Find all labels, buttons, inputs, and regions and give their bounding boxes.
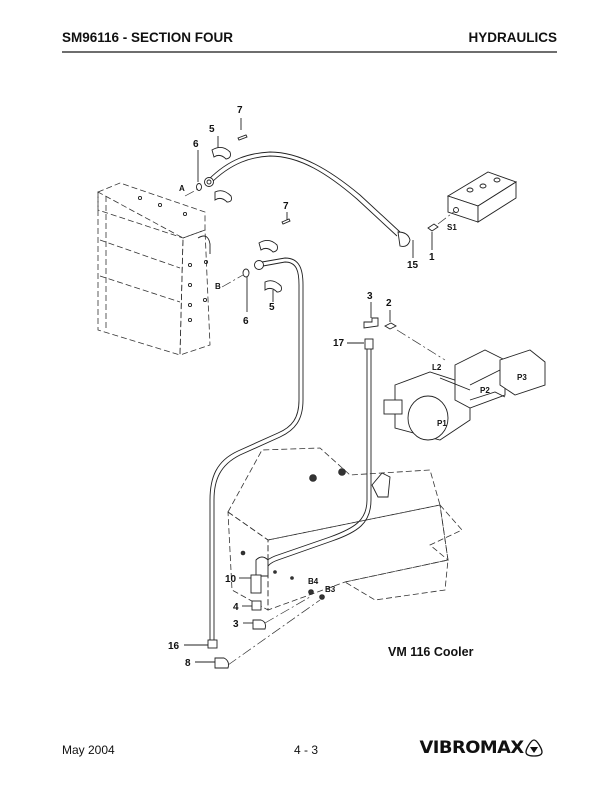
callout-7-upper: 7: [237, 105, 243, 116]
fitting-2: [384, 322, 397, 330]
callout-8: 8: [185, 658, 191, 669]
callout-7-lower: 7: [283, 201, 289, 212]
callout-2: 2: [386, 298, 392, 309]
callout-3-upper: 3: [367, 291, 373, 302]
document-section-title: SM96116 - SECTION FOUR: [62, 30, 234, 45]
fitting-4: [251, 600, 262, 611]
port-label-a: A: [179, 184, 185, 193]
callout-10: 10: [225, 574, 237, 585]
port-label-p1: P1: [437, 419, 447, 428]
callout-15: 15: [407, 260, 419, 271]
fitting-10: [250, 574, 262, 594]
cooler-radiator: [97, 182, 211, 356]
fitting-1: [427, 223, 439, 232]
section-topic: HYDRAULICS: [468, 30, 557, 45]
callout-16: 16: [168, 641, 180, 652]
port-label-s1: S1: [447, 223, 457, 232]
cooler-hydraulic-diagram: 7 5 6 A 7 B 6 5 15 1 S1 3 2 17 L2 P1 P2 …: [97, 105, 546, 669]
callout-4: 4: [233, 602, 239, 613]
upper-return-pipe: [204, 151, 411, 247]
clamp-half-lower-a: [214, 190, 232, 203]
callout-3-lower: 3: [233, 619, 239, 630]
callout-6-upper: 6: [193, 139, 199, 150]
callout-5-upper: 5: [209, 124, 215, 135]
port-label-b4: B4: [308, 577, 319, 586]
clamp-half-upper-a: [211, 147, 231, 160]
port-label-l2: L2: [432, 363, 442, 372]
port-label-b: B: [215, 282, 221, 291]
brand-name: VIBROMAX: [419, 738, 525, 758]
brand-logo: VIBROMAX: [419, 738, 543, 758]
footer-date: May 2004: [62, 743, 115, 757]
elbow-fitting-8: [214, 657, 229, 669]
elbow-fitting-3b: [252, 619, 266, 630]
drain-pipe-17: [255, 338, 374, 577]
port-label-b3: B3: [325, 585, 336, 594]
elbow-fitting-3: [363, 317, 379, 329]
callout-1: 1: [429, 252, 435, 263]
valve-block: [446, 171, 518, 223]
callout-6-lower: 6: [243, 316, 249, 327]
lower-pipe: [207, 257, 304, 649]
page-number: 4 - 3: [293, 743, 319, 757]
callout-17: 17: [333, 338, 345, 349]
port-label-p2: P2: [480, 386, 490, 395]
hydraulic-pump: [383, 349, 546, 441]
brand-emblem-icon: [525, 739, 543, 757]
port-label-p3: P3: [517, 373, 527, 382]
figure-caption: VM 116 Cooler: [388, 645, 474, 659]
callout-5-lower: 5: [269, 302, 275, 313]
bolt-a: [237, 134, 248, 141]
hydraulic-tank: [227, 447, 463, 611]
header-divider: [62, 51, 557, 53]
